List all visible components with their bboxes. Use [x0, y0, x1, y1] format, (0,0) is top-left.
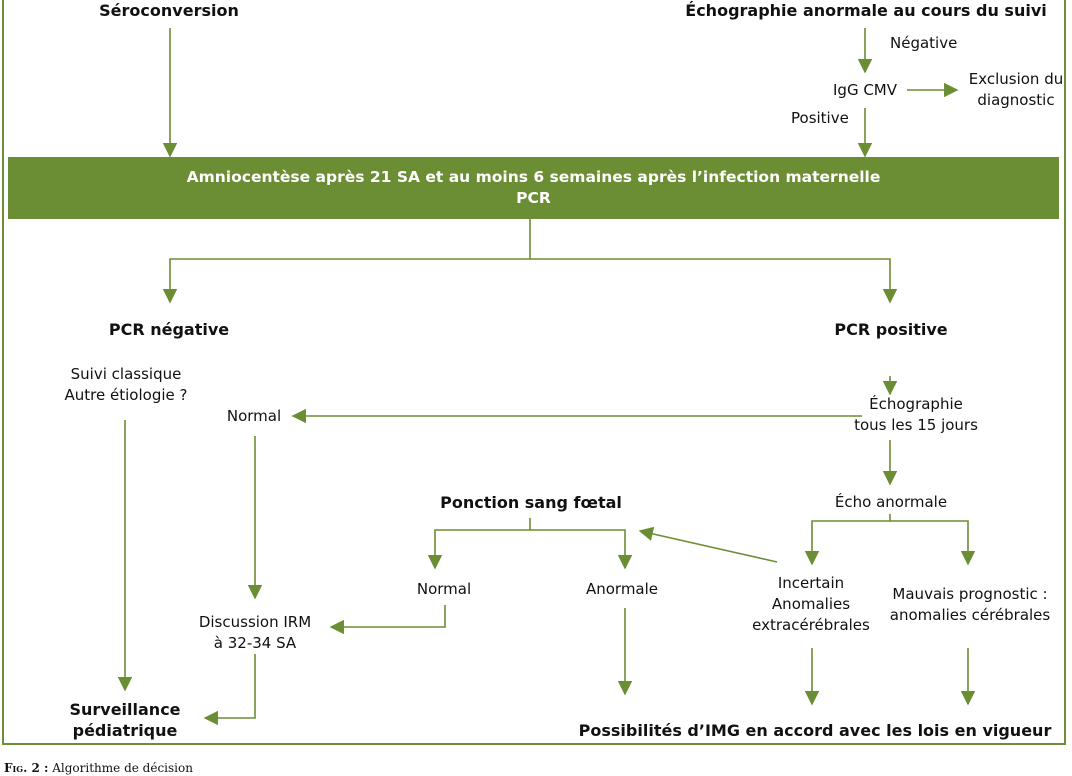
figure-caption: Fig. 2 : Algorithme de décision: [4, 760, 193, 776]
arrow-normal-to-discussion: [329, 605, 446, 635]
node-ponction-sang-foetal: Ponction sang fœtal: [440, 493, 622, 512]
caption-text: Algorithme de décision: [52, 761, 193, 775]
arrow-ponction-split-right: [530, 529, 633, 570]
node-normal-left: Normal: [226, 407, 282, 425]
node-incertain: Incertain Anomalies extracérébrales: [752, 574, 870, 634]
label-positive: Positive: [791, 109, 849, 127]
node-pcr-positive: PCR positive: [834, 320, 948, 339]
arrow-incertain-to-ponction: [638, 526, 778, 563]
node-echographie-anormale-suivi: Échographie anormale au cours du suivi: [685, 1, 1047, 20]
node-seroconversion: Séroconversion: [99, 1, 239, 20]
arrow-banner-split: [162, 219, 531, 304]
node-echographie-15-jours: Échographie tous les 15 jours: [854, 395, 978, 434]
caption-label: Fig. 2 :: [4, 761, 49, 775]
arrow-ponction-split-left: [427, 518, 531, 570]
node-suivi-classique: Suivi classique Autre étiologie ?: [64, 365, 188, 404]
node-discussion-irm: Discussion IRM à 32-34 SA: [198, 613, 312, 652]
node-surveillance-pediatrique: Surveillance pédiatrique: [69, 700, 181, 740]
node-mauvais-pronostic: Mauvais prognostic : anomalies cérébrale…: [889, 585, 1051, 624]
arrow-discussion-to-surveillance: [203, 654, 256, 726]
node-echo-anormale: Écho anormale: [834, 493, 948, 511]
node-igg-cmv: IgG CMV: [832, 81, 898, 99]
node-anormale-ponction: Anormale: [585, 580, 659, 598]
node-exclusion-diagnostic: Exclusion du diagnostic: [968, 70, 1064, 109]
label-negative: Négative: [890, 34, 958, 52]
node-amniocentese-banner: Amniocentèse après 21 SA et au moins 6 s…: [8, 157, 1059, 219]
arrow-echo-anormale-split-right: [890, 520, 976, 566]
arrow-banner-to-pcr-positive: [530, 258, 898, 304]
arrow-echo-anormale-split-left: [804, 514, 891, 566]
node-pcr-negative: PCR négative: [108, 320, 230, 339]
node-normal-ponction: Normal: [416, 580, 472, 598]
diagram-frame: [2, 0, 1066, 745]
node-possibilites-img: Possibilités d’IMG en accord avec les lo…: [578, 721, 1052, 740]
